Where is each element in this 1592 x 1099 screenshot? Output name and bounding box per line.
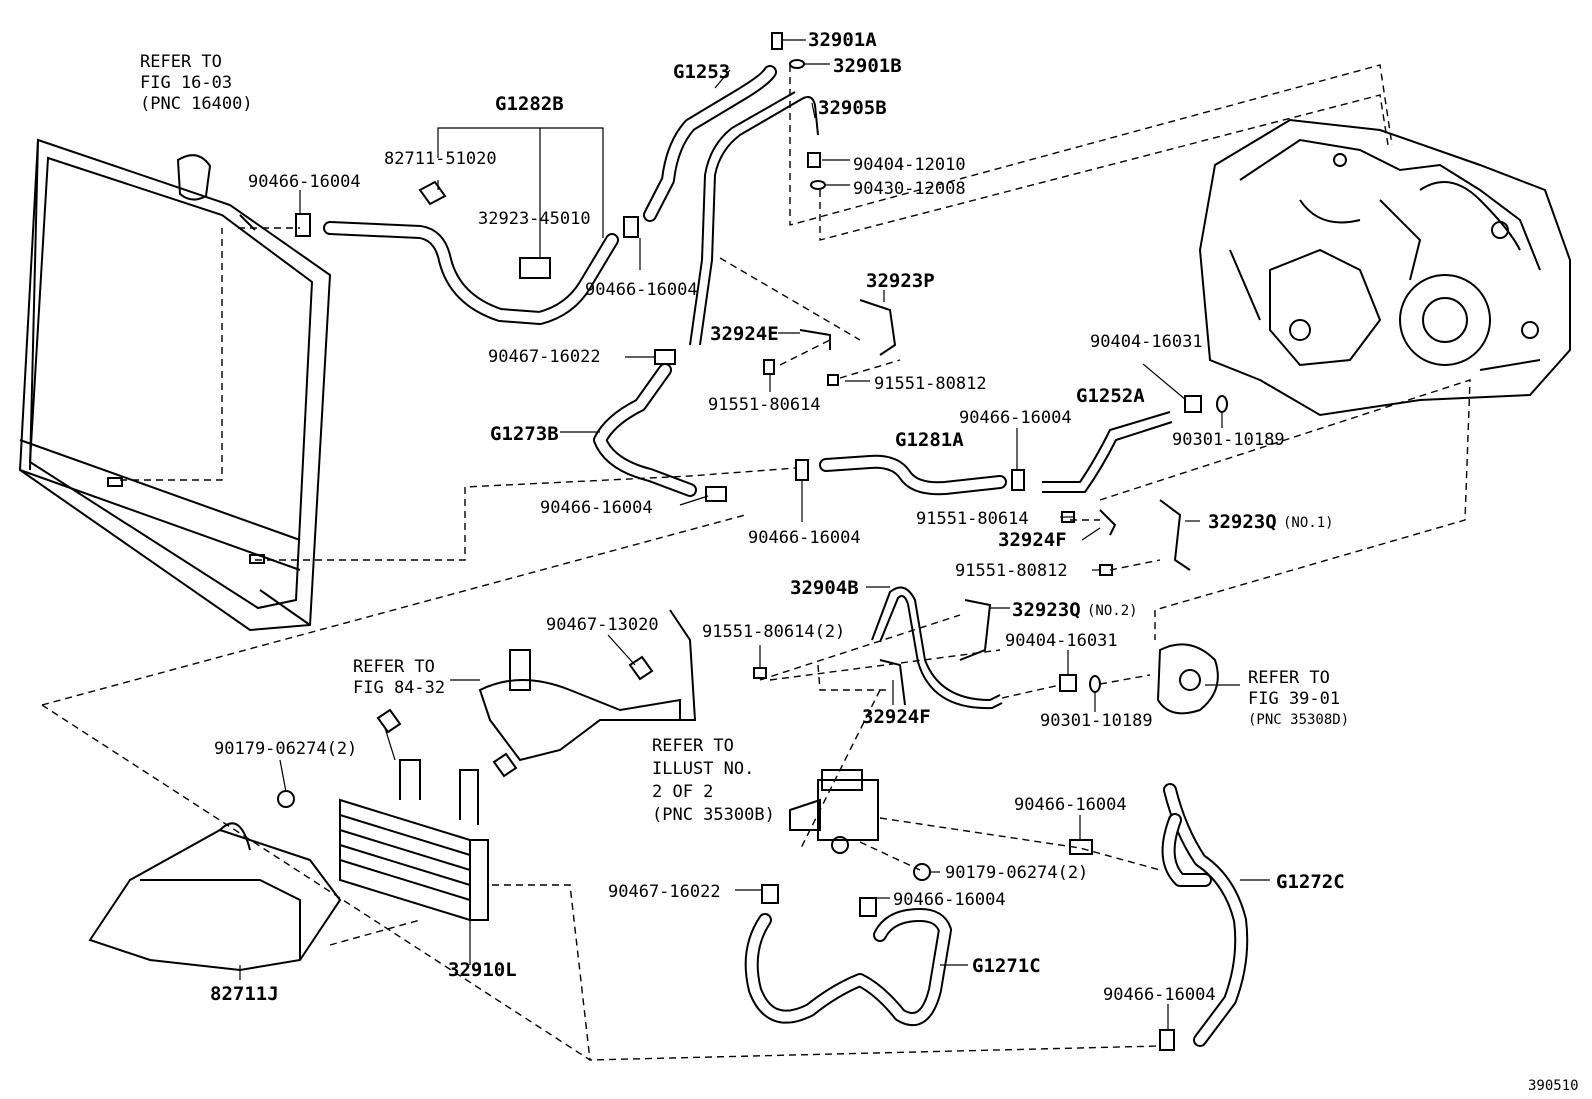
label-32923q-2: 32923Q: [1012, 599, 1081, 621]
refer-illust-line4: (PNC 35300B): [652, 805, 775, 825]
label-91551-80812-a: 91551-80812: [874, 374, 987, 394]
leader-lines: [239, 39, 1270, 1030]
label-90467-16022-b: 90467-16022: [608, 882, 721, 902]
label-90301-10189-a: 90301-10189: [1172, 430, 1285, 450]
label-32923-45010: 32923-45010: [478, 209, 591, 229]
refer-illust-line2: ILLUST NO.: [652, 759, 754, 779]
label-90466-16004-h: 90466-16004: [1103, 985, 1216, 1005]
label-32910l: 32910L: [448, 959, 517, 981]
label-90467-13020: 90467-13020: [546, 615, 659, 635]
label-90466-16004-e: 90466-16004: [748, 528, 861, 548]
figure-id: 390510: [1528, 1078, 1579, 1094]
hose-g1281a: [819, 454, 1007, 496]
refer-fig-84-32-drawing: [478, 609, 697, 762]
refer-illust-line1: REFER TO: [652, 736, 734, 756]
label-g1271c: G1271C: [972, 955, 1041, 977]
label-no1: (NO.1): [1283, 515, 1334, 531]
refer-fig-39-01-line1: REFER TO: [1248, 668, 1330, 688]
part-labels: REFER TO FIG 16-03 (PNC 16400) G1282B 82…: [140, 29, 1579, 1094]
label-82711-51020: 82711-51020: [384, 149, 497, 169]
label-90404-16031-a: 90404-16031: [1090, 332, 1203, 352]
label-32924f-b: 32924F: [862, 706, 931, 728]
pipe-g1252a: [1042, 411, 1173, 493]
label-g1252a: G1252A: [1076, 385, 1145, 407]
refer-fig-84-32-line1: REFER TO: [353, 657, 435, 677]
label-32924f-a: 32924F: [998, 529, 1067, 551]
label-g1253: G1253: [673, 61, 730, 83]
label-no2: (NO.2): [1087, 603, 1138, 619]
pump-35308d-drawing: [1156, 643, 1219, 715]
label-90466-16004-g: 90466-16004: [893, 890, 1006, 910]
hose-g1282b: [323, 221, 619, 325]
label-91551-80614-2: 91551-80614(2): [702, 622, 845, 642]
refer-fig-39-01-line2: FIG 39-01: [1248, 689, 1340, 709]
label-90430-12008: 90430-12008: [853, 179, 966, 199]
label-g1273b: G1273B: [490, 423, 559, 445]
transmission-drawing: [1198, 118, 1571, 417]
label-32905b: 32905B: [818, 97, 887, 119]
label-32923p: 32923P: [866, 270, 935, 292]
label-90404-16031-b: 90404-16031: [1005, 631, 1118, 651]
refer-fig-84-32-line2: FIG 84-32: [353, 678, 445, 698]
label-90466-16004-d: 90466-16004: [540, 498, 653, 518]
label-91551-80614-b: 91551-80614: [916, 509, 1029, 529]
label-32924e: 32924E: [710, 323, 779, 345]
label-32923q: 32923Q: [1208, 511, 1277, 533]
label-90466-16004-b: 90466-16004: [585, 280, 698, 300]
pipe-32905b: [689, 91, 819, 346]
label-32901a: 32901A: [808, 29, 877, 51]
hose-g1273b: [593, 363, 697, 497]
label-91551-80614-a: 91551-80614: [708, 395, 821, 415]
refer-fig-16-03-line3: (PNC 16400): [140, 94, 253, 114]
duct-82711j: [88, 822, 342, 972]
label-g1281a: G1281A: [895, 429, 964, 451]
label-g1282b: G1282B: [495, 93, 564, 115]
label-32901b: 32901B: [833, 55, 902, 77]
refer-fig-16-03-line2: FIG 16-03: [140, 73, 232, 93]
label-90301-10189-b: 90301-10189: [1040, 711, 1153, 731]
label-91551-80812-b: 91551-80812: [955, 561, 1068, 581]
refer-fig-16-03-line1: REFER TO: [140, 52, 222, 72]
label-90466-16004-a: 90466-16004: [248, 172, 361, 192]
label-90466-16004-c: 90466-16004: [959, 408, 1072, 428]
label-90179-06274-a: 90179-06274(2): [214, 739, 357, 759]
label-g1272c: G1272C: [1276, 871, 1345, 893]
oil-cooler-32910l: [339, 759, 489, 922]
hose-g1271c: [744, 908, 952, 1027]
valve-35300b: [789, 769, 879, 854]
radiator-drawing: [18, 138, 332, 632]
label-90467-16022-a: 90467-16022: [488, 347, 601, 367]
label-90466-16004-f: 90466-16004: [1014, 795, 1127, 815]
label-90404-12010: 90404-12010: [853, 155, 966, 175]
label-90179-06274-b: 90179-06274(2): [945, 863, 1088, 883]
label-82711j: 82711J: [210, 983, 279, 1005]
label-32904b: 32904B: [790, 577, 859, 599]
refer-illust-line3: 2 OF 2: [652, 782, 713, 802]
pipe-32904b: [871, 586, 1003, 710]
hose-g1272c: [1161, 783, 1249, 1047]
dashed-reference-lines: [41, 64, 1471, 1061]
refer-fig-39-01-line3: (PNC 35308D): [1248, 712, 1349, 728]
hose-g1253: [643, 65, 777, 222]
